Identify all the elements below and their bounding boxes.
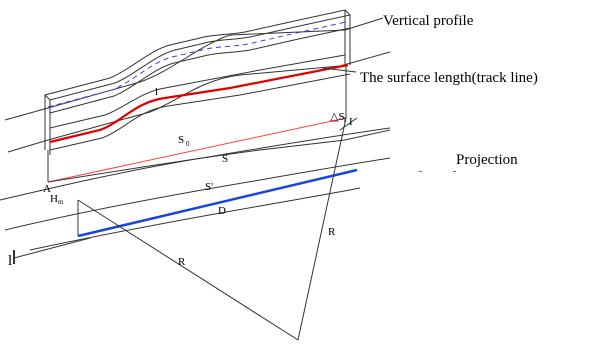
label-delta-s: △S	[330, 111, 345, 123]
radius-left	[77, 199, 299, 341]
track-line	[49, 63, 349, 144]
title-vertical-profile: Vertical profile	[383, 13, 474, 29]
label-s0-sub: 0	[186, 140, 190, 148]
track-callout	[322, 67, 357, 73]
surface-s-prime	[4, 157, 391, 231]
label-r-left: R	[178, 256, 186, 268]
profile-inner-upper	[49, 54, 346, 129]
surface-lower-upper	[0, 127, 391, 201]
left-pointer-line	[13, 237, 91, 259]
profile-ribbon-dashed	[47, 21, 347, 108]
label-s-prime: S'	[205, 181, 213, 193]
radius-right	[297, 117, 347, 341]
label-b: I	[349, 116, 353, 128]
label-l-left: l	[8, 253, 12, 269]
label-r-right: R	[328, 226, 336, 238]
terrain-upper-edge	[4, 17, 384, 121]
profile-inner-lower	[49, 73, 351, 151]
label-projection: Projection	[456, 152, 518, 168]
label-s0: S	[178, 134, 184, 146]
label-surface-length: The surface length(track line)	[360, 70, 538, 86]
label-l-curve: l	[155, 86, 158, 98]
s0-line	[47, 117, 347, 183]
surface-s-curve	[47, 129, 391, 183]
profile-ribbon-bottom	[49, 27, 351, 114]
d-line	[77, 168, 358, 238]
label-d: D	[218, 205, 226, 217]
label-projection-length-cut: Length	[418, 169, 461, 185]
label-h-sub: m	[58, 198, 64, 206]
label-delta-sub: 1	[343, 116, 347, 124]
radius-right-top	[339, 117, 358, 131]
label-s: S	[222, 153, 228, 165]
label-a: A	[43, 183, 51, 195]
label-h: H	[50, 193, 58, 205]
profile-ribbon-top	[44, 9, 352, 101]
terrain-lower-edge	[7, 51, 391, 153]
